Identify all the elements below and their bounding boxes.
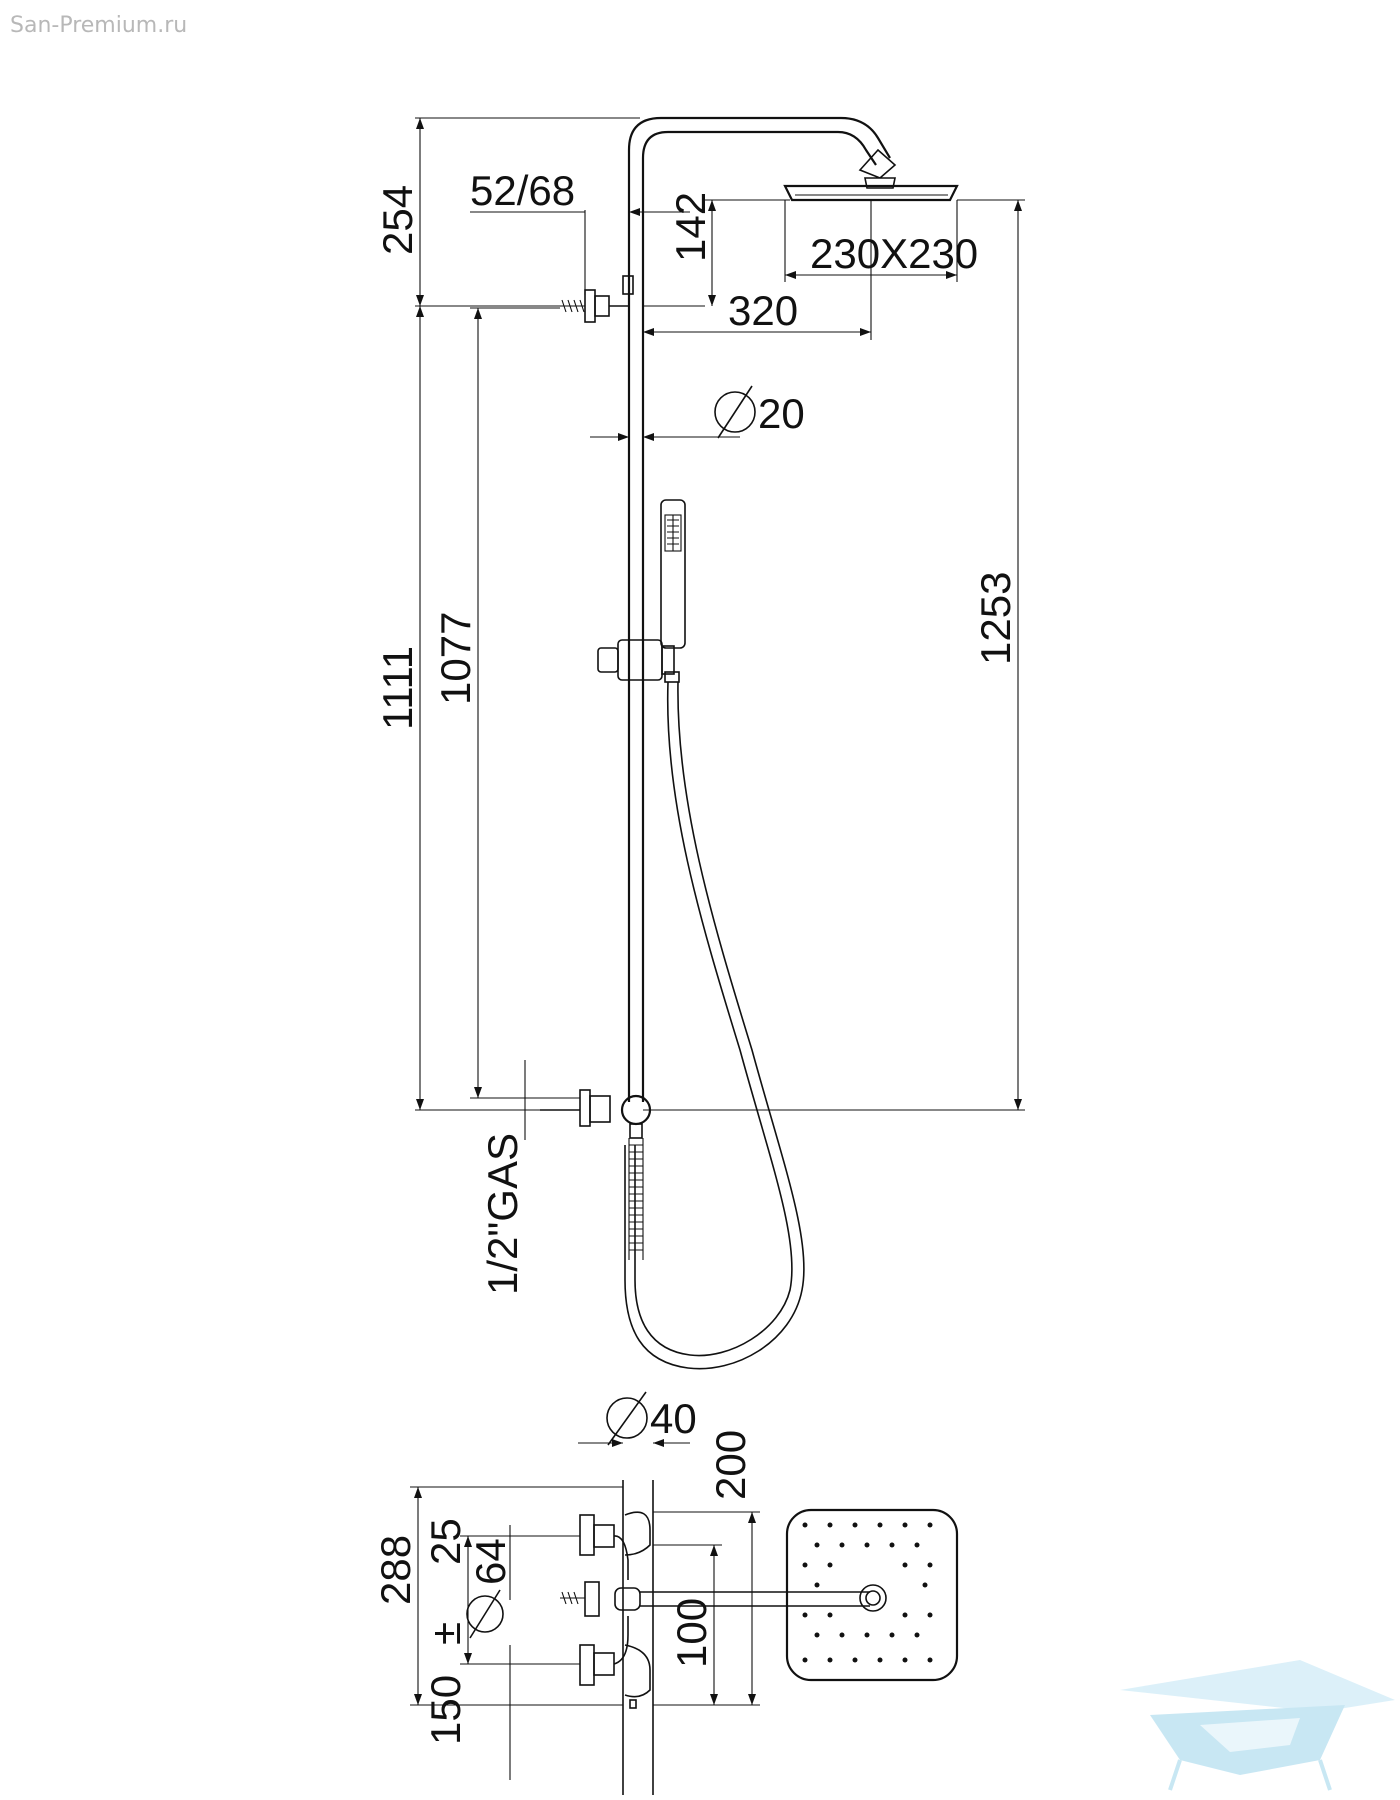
dim-head-size-label: 230X230 <box>810 230 978 277</box>
dim-total-height-label: 1253 <box>972 572 1019 665</box>
hand-shower <box>660 499 686 683</box>
plan-upper-mount <box>579 1511 651 1580</box>
dim-head-drop-label: 142 <box>667 192 714 262</box>
upper-wall-bracket <box>560 275 634 323</box>
plan-dim-inner-diameter: 64 <box>466 1525 580 1780</box>
dim-rail-diameter: 20 <box>590 385 805 441</box>
riser-pipe <box>627 116 891 1102</box>
dim-inlet-height-label: 1111 <box>374 646 421 730</box>
plan-dim-projection-label: 200 <box>707 1430 754 1500</box>
plan-dim-centers-sep: ± <box>422 1622 469 1645</box>
plan-dim-depth: 288 <box>372 1486 623 1706</box>
dim-wall-offset-label: 52/68 <box>470 167 575 214</box>
plan-dim-centers-label: 150 <box>422 1675 469 1745</box>
watermark-text: San-Premium.ru <box>10 13 187 38</box>
dim-inlet-height: 1111 <box>374 306 540 1111</box>
plan-dim-wall-gap: 100 <box>653 1544 722 1705</box>
dim-arm-reach-label: 320 <box>728 287 798 334</box>
dim-bracket-height-label: 1077 <box>432 612 479 705</box>
dim-connection-label: 1/2"GAS <box>479 1133 526 1295</box>
plan-dim-centers: 150 ± 25 <box>422 1518 580 1745</box>
lower-inlet-assembly <box>540 1089 652 1260</box>
plan-dim-offset-label: 25 <box>422 1518 469 1565</box>
slider-holder <box>597 639 675 681</box>
bathtub-logo <box>1120 1660 1395 1791</box>
dim-head-drop: 142 <box>643 192 790 307</box>
plan-dim-inner-diameter-label: 64 <box>467 1538 514 1585</box>
front-elevation: 254 52/68 142 230X230 320 <box>374 116 1025 1370</box>
plan-lower-mount <box>579 1616 651 1709</box>
dim-top-height-label: 254 <box>374 185 421 255</box>
dim-total-height: 1253 <box>643 199 1025 1111</box>
plan-dim-wall-gap-label: 100 <box>668 1598 715 1668</box>
plan-middle-bracket <box>560 1581 870 1617</box>
dim-bracket-height: 1077 <box>432 307 580 1099</box>
plan-dim-projection: 200 <box>653 1430 760 1706</box>
plan-dim-diameter: 40 <box>578 1391 697 1447</box>
plan-dim-depth-label: 288 <box>372 1535 419 1605</box>
dim-rail-diameter-label: 20 <box>758 390 805 437</box>
dim-head-size: 230X230 <box>784 200 978 282</box>
shower-hose <box>634 681 793 1357</box>
plan-dim-diameter-label: 40 <box>650 1395 697 1442</box>
plan-nozzles <box>802 1522 933 1663</box>
plan-shower-head <box>785 1508 959 1682</box>
dim-top-height: 254 <box>374 117 640 307</box>
rain-shower-head <box>783 184 959 202</box>
plan-view: 40 200 100 288 150 ± 25 <box>372 1391 959 1795</box>
dim-wall-offset: 52/68 <box>470 167 690 295</box>
head-connector <box>858 148 897 189</box>
shower-hose-inner <box>624 681 805 1370</box>
dim-arm-reach: 320 <box>643 200 872 340</box>
dim-connection: 1/2"GAS <box>479 1060 526 1295</box>
